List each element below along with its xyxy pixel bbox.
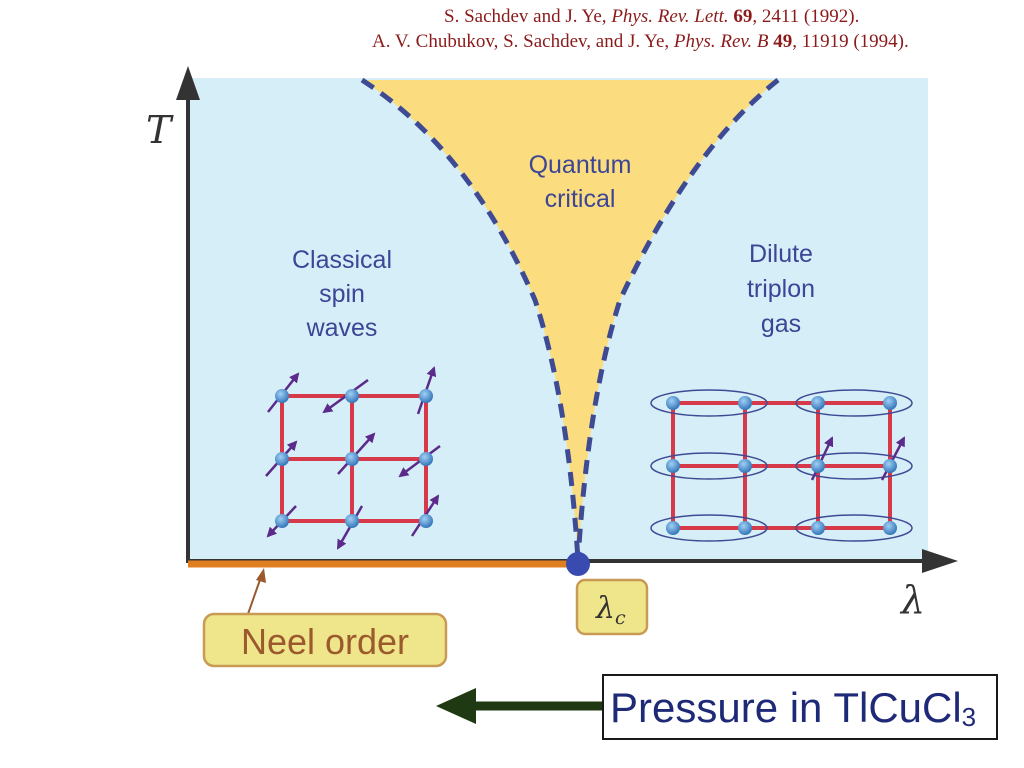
quantum-critical-label-line1: Quantum: [529, 151, 632, 179]
dilute-triplon-gas-label-line2: triplon: [747, 275, 815, 303]
dilute-triplon-gas-label-line3: gas: [761, 310, 801, 338]
quantum-critical-label-line2: critical: [545, 185, 616, 213]
pressure-arrow-head: [436, 688, 476, 724]
references: S. Sachdev and J. Ye, Phys. Rev. Lett. 6…: [0, 4, 1024, 54]
triplon-dimer-lattice: [650, 389, 913, 542]
reference-1: S. Sachdev and J. Ye, Phys. Rev. Lett. 6…: [444, 6, 860, 27]
neel-lattice: [265, 366, 441, 550]
critical-point-box: [575, 578, 649, 636]
classical-spin-waves-label-line1: Classical: [292, 246, 392, 274]
dilute-triplon-gas-label-line1: Dilute: [749, 240, 813, 268]
classical-spin-waves-label-line3: waves: [306, 314, 378, 342]
pressure-label: Pressure in TlCuCl3: [610, 684, 977, 732]
x-axis-label: λ: [899, 578, 925, 622]
quantum-critical-point: [566, 552, 590, 576]
crossover-line-left: [360, 77, 581, 561]
neel-order-box: [202, 612, 448, 668]
y-axis-label: T: [146, 108, 174, 152]
critical-point-label: λc: [595, 591, 626, 629]
crossover-line-right: [575, 78, 780, 561]
x-axis-arrowhead: [922, 549, 958, 573]
reference-2: A. V. Chubukov, S. Sachdev, and J. Ye, P…: [372, 31, 909, 52]
pressure-label-box: Pressure in TlCuCl3: [602, 674, 998, 740]
classical-spin-waves-label-line2: spin: [319, 280, 365, 308]
neel-callout-pointer-head: [256, 568, 266, 583]
neel-order-label: Neel order: [241, 621, 409, 662]
y-axis-arrowhead: [176, 66, 200, 100]
quantum-critical-region: [362, 80, 778, 560]
